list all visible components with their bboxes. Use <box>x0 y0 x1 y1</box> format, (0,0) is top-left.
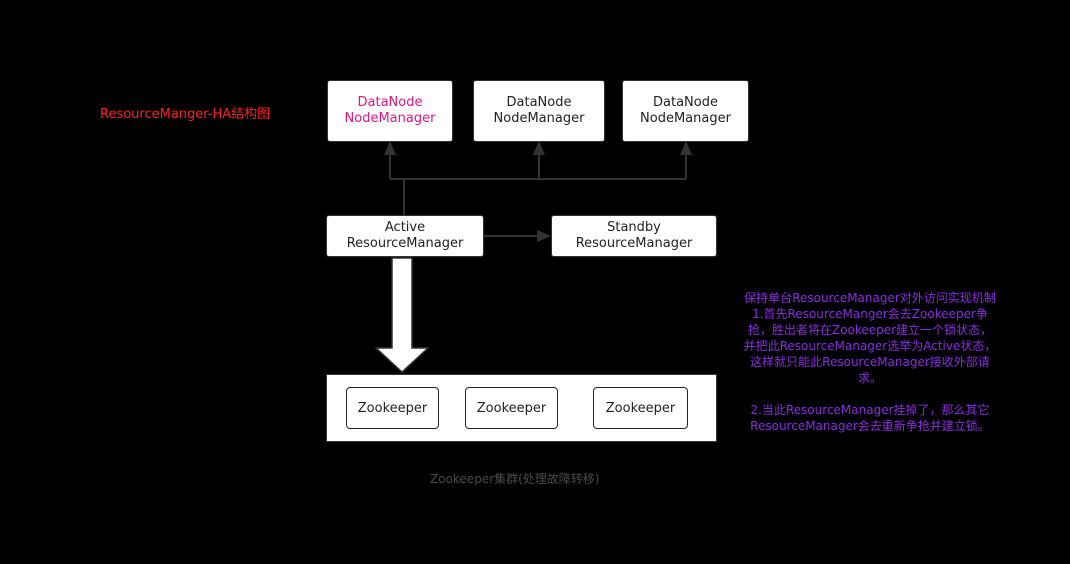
note-line: 1.首先ResourceManger会去Zookeeper争 <box>752 307 988 321</box>
standby-rm-line2: ResourceManager <box>575 236 693 251</box>
datanode-1-line1: DataNode <box>357 95 423 110</box>
arrowhead-standby <box>537 230 551 242</box>
datanode-box-3: DataNode NodeManager <box>622 80 749 142</box>
datanode-box-2: DataNode NodeManager <box>473 80 605 142</box>
note-line: ResourceManager会去重新争抢并建立锁。 <box>750 419 990 433</box>
arrowhead-datanode-2 <box>533 141 545 155</box>
zookeeper-node-3: Zookeeper <box>593 387 688 429</box>
note-line: 保持单台ResourceManager对外访问实现机制 <box>744 291 996 305</box>
zookeeper-cluster-caption: Zookeeper集群(处理故障转移) <box>430 472 600 486</box>
big-arrow-to-zookeeper <box>374 257 430 374</box>
datanode-3-line1: DataNode <box>653 95 718 110</box>
diagram-title: ResourceManger-HA结构图 <box>100 107 271 122</box>
note-line: 2.当此ResourceManager挂掉了，那么其它 <box>750 403 990 417</box>
note-paragraph-1: 保持单台ResourceManager对外访问实现机制 1.首先Resource… <box>732 290 1008 386</box>
note-line: 抢，胜出者将在Zookeeper建立一个锁状态， <box>747 323 993 337</box>
standby-rm-line1: Standby <box>607 220 661 235</box>
datanode-2-line1: DataNode <box>506 95 572 110</box>
zookeeper-node-1: Zookeeper <box>346 387 439 429</box>
note-line: 这样就只能此ResourceManager接收外部请 <box>750 355 990 369</box>
arrowhead-datanode-1 <box>384 141 396 155</box>
zookeeper-node-2: Zookeeper <box>465 387 558 429</box>
active-resourcemanager-box: Active ResourceManager <box>326 215 484 257</box>
datanode-box-1: DataNode NodeManager <box>327 80 453 142</box>
standby-resourcemanager-box: Standby ResourceManager <box>551 215 717 257</box>
note-line: 求。 <box>857 371 882 385</box>
datanode-3-line2: NodeManager <box>640 111 731 126</box>
active-rm-line1: Active <box>384 220 426 235</box>
datanode-2-line2: NodeManager <box>493 111 585 126</box>
zookeeper-cluster: Zookeeper Zookeeper Zookeeper <box>326 374 717 442</box>
arrowhead-datanode-3 <box>680 141 692 155</box>
active-rm-line2: ResourceManager <box>346 236 464 251</box>
note-line: 并把此ResourceManager选举为Active状态， <box>743 339 997 353</box>
datanode-1-line2: NodeManager <box>344 111 436 126</box>
note-paragraph-2: 2.当此ResourceManager挂掉了，那么其它 ResourceMana… <box>732 402 1008 434</box>
